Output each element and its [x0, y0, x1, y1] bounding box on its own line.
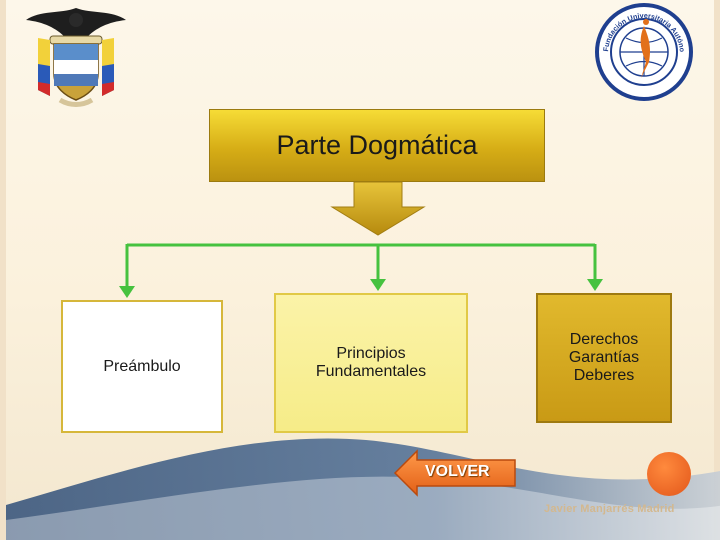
diagram-title: Parte Dogmática	[276, 130, 478, 160]
arrowhead-center	[370, 279, 386, 291]
box-label-derechos: Derechos Garantías Deberes	[568, 331, 640, 384]
arrowhead-left	[119, 286, 135, 298]
box-preambulo: Preámbulo	[61, 300, 223, 433]
decorative-orange-circle	[647, 452, 691, 496]
box-derechos: Derechos Garantías Deberes	[536, 293, 672, 423]
volver-label[interactable]: VOLVER	[425, 463, 490, 480]
decorative-wave	[6, 438, 720, 540]
box-label-principios: Principios Fundamentales	[315, 345, 427, 380]
diagram-connectors	[119, 181, 603, 298]
university-seal-logo: Fundación Universitaria Autónoma de las …	[594, 2, 693, 101]
down-arrow-icon	[330, 181, 426, 236]
author-credit: Javier Manjarrés Madrid	[544, 503, 675, 515]
arrowhead-right	[587, 279, 603, 291]
left-arrow-icon	[393, 449, 516, 497]
volver-button[interactable]	[393, 449, 517, 497]
title-box: Parte Dogmática	[209, 109, 545, 182]
box-label-preambulo: Preámbulo	[103, 357, 181, 375]
box-principios-fundamentales: Principios Fundamentales	[274, 293, 468, 433]
tree-connector	[125, 243, 597, 290]
coat-of-arms-logo	[26, 8, 126, 107]
